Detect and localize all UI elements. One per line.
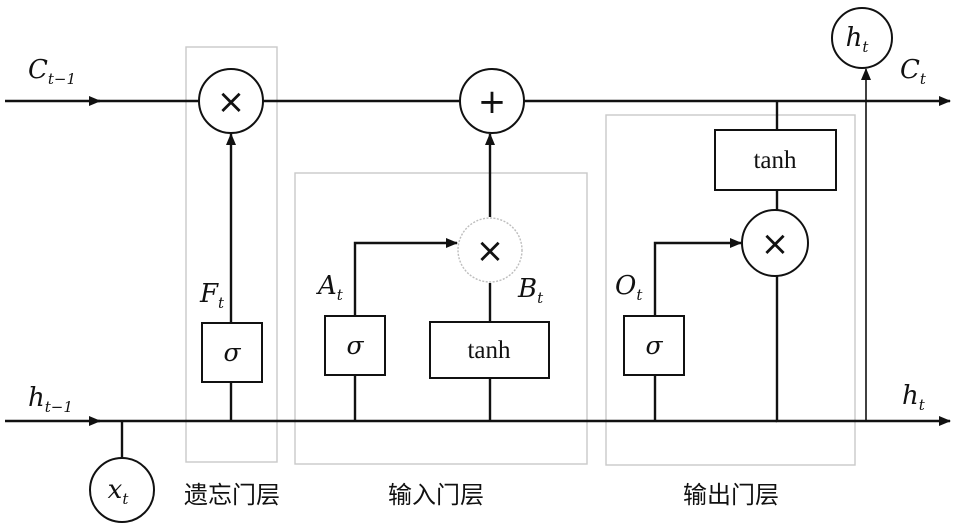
multiply-icon: × [217,82,246,122]
forget-gate-region [185,46,278,463]
a-symbol: A [316,271,337,301]
input-x-node: xt [89,457,155,523]
h-prev-label: ht−1 [28,383,73,416]
tanh-label: tanh [753,147,797,174]
o-symbol: O [615,271,636,301]
f-subscript: t [218,294,225,312]
c-next-subscript: t [920,70,927,88]
input-gate-caption: 输入门层 [388,481,484,509]
forget-signal-label: Ft [199,279,225,312]
tanh-label: tanh [467,337,511,364]
h-out-symbol: h [846,23,863,53]
c-prev-label: Ct−1 [28,55,76,88]
h-next-subscript: t [919,396,926,414]
output-multiply-node: × [741,209,809,277]
output-gate-region [605,114,856,466]
input-sigma-box: σ [324,315,386,376]
input-signal-label: At [316,271,344,304]
svg-text:xt: xt [108,475,130,508]
c-next-symbol: C [900,55,920,85]
svg-text:ht: ht [846,23,870,56]
forget-multiply-node: × [198,68,264,134]
b-symbol: B [517,274,537,304]
output-sigma-box: σ [623,315,685,376]
plus-icon: + [478,82,507,122]
sigma-label: σ [223,338,241,367]
h-prev-symbol: h [28,383,45,413]
h-prev-subscript: t−1 [45,398,73,416]
forget-sigma-box: σ [201,322,263,383]
hidden-output-node: ht [831,7,893,69]
output-tanh-box: tanh [714,129,837,191]
c-prev-symbol: C [28,55,48,85]
h-out-subscript: t [862,38,869,56]
candidate-tanh-box: tanh [429,321,550,379]
input-gate-region [294,172,588,465]
forget-gate-caption: 遗忘门层 [184,481,280,509]
o-subscript: t [636,286,643,304]
multiply-icon: × [476,231,505,271]
h-next-label: ht [902,381,926,414]
f-symbol: F [199,279,219,309]
hidden-state-out-arrow [775,276,951,426]
output-signal-label: Ot [615,271,643,304]
x-subscript: t [122,490,129,508]
input-multiply-node: × [457,217,523,283]
a-subscript: t [337,286,344,304]
h-next-symbol: h [902,381,919,411]
multiply-icon: × [761,224,790,264]
output-gate-caption: 输出门层 [683,481,779,509]
x-symbol: x [108,475,123,505]
cell-add-node: + [459,68,525,134]
sigma-label: σ [645,331,663,360]
c-next-label: Ct [900,55,927,88]
b-subscript: t [537,289,544,307]
candidate-signal-label: Bt [517,274,544,307]
c-prev-subscript: t−1 [48,70,76,88]
output-signal-arrow [653,238,742,316]
sigma-label: σ [346,331,364,360]
input-signal-arrow [353,238,458,316]
